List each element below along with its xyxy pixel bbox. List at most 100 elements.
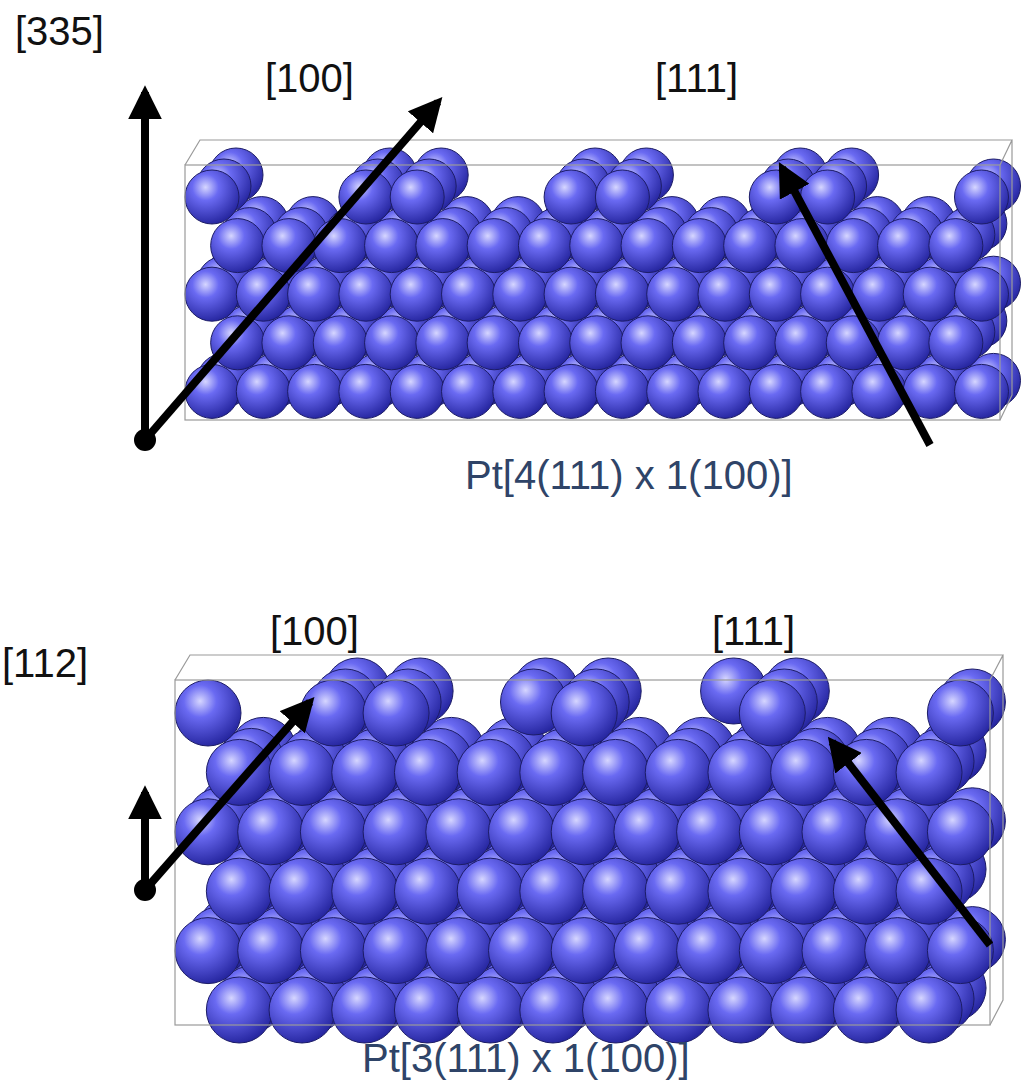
pt-atom	[775, 316, 829, 370]
pt-atom	[708, 739, 774, 805]
pt-atom	[583, 739, 649, 805]
pt-atom	[833, 858, 899, 924]
pt-atom	[269, 977, 335, 1043]
pt-atom	[551, 680, 617, 746]
pt-atom	[903, 267, 957, 321]
pt-atom	[426, 799, 492, 865]
pt-atom	[518, 316, 572, 370]
pt-atom	[544, 170, 598, 224]
pt-atom	[927, 680, 993, 746]
pt-atom	[698, 364, 752, 418]
pt-atom	[390, 267, 444, 321]
pt-atom	[518, 219, 572, 273]
pt-atom	[175, 680, 241, 746]
pt-atom	[595, 267, 649, 321]
pt-atom	[551, 918, 617, 984]
pt-atom	[739, 799, 805, 865]
pt-atom	[300, 799, 366, 865]
pt-atom	[929, 316, 983, 370]
pt-atom	[614, 799, 680, 865]
pt-atom	[339, 267, 393, 321]
pt-atom	[698, 267, 752, 321]
pt-atom	[520, 977, 586, 1043]
direction-label: [335]	[15, 8, 104, 54]
pt-atom	[332, 977, 398, 1043]
pt-atom	[621, 219, 675, 273]
pt-atom	[206, 858, 272, 924]
pt-atom	[672, 316, 726, 370]
pt-atom	[801, 364, 855, 418]
pt-atom	[677, 799, 743, 865]
direction-label: [100]	[265, 55, 354, 101]
pt-atom	[262, 219, 316, 273]
pt-atom	[520, 739, 586, 805]
pt-atom	[595, 364, 649, 418]
pt-atom	[339, 170, 393, 224]
pt-atom	[520, 858, 586, 924]
pt-atom	[927, 799, 993, 865]
pt-atom	[390, 170, 444, 224]
cell-box	[175, 140, 1012, 1025]
pt-atom	[390, 364, 444, 418]
pt-atom	[313, 219, 367, 273]
pt-atom	[489, 799, 555, 865]
pt-atom	[363, 799, 429, 865]
pt-atom	[238, 799, 304, 865]
surface-caption: Pt[4(111) x 1(100)]	[465, 452, 793, 498]
pt-atom	[269, 739, 335, 805]
pt-atom	[185, 170, 239, 224]
pt-atom	[416, 219, 470, 273]
direction-arrow	[145, 92, 990, 945]
pt-atom	[426, 918, 492, 984]
pt-atom	[551, 799, 617, 865]
pt-atom	[175, 918, 241, 984]
pt-atom	[645, 977, 711, 1043]
pt-atom	[332, 739, 398, 805]
direction-label: [111]	[712, 608, 795, 654]
pt-atom	[211, 219, 265, 273]
pt-atom	[724, 219, 778, 273]
direction-label: [112]	[2, 640, 88, 686]
pt-atom	[300, 680, 366, 746]
pt-atom	[749, 364, 803, 418]
pt-atom	[206, 977, 272, 1043]
pt-atom	[708, 977, 774, 1043]
pt-atom	[206, 739, 272, 805]
pt-atom	[647, 267, 701, 321]
pt-atom	[185, 267, 239, 321]
pt-atom	[442, 267, 496, 321]
pt-atom	[878, 219, 932, 273]
pt-atom	[236, 364, 290, 418]
pt-atom	[339, 364, 393, 418]
pt-atom	[332, 858, 398, 924]
pt-atom	[929, 219, 983, 273]
pt-atom	[262, 316, 316, 370]
direction-label: [111]	[655, 55, 738, 101]
origin-dot	[134, 429, 156, 901]
pt-atom	[288, 267, 342, 321]
pt-atom	[583, 977, 649, 1043]
pt-atom	[647, 364, 701, 418]
pt-atom	[749, 267, 803, 321]
pt-atom	[394, 977, 460, 1043]
pt-atom	[771, 739, 837, 805]
pt-atom	[645, 858, 711, 924]
direction-label: [100]	[270, 608, 359, 654]
pt-atom	[739, 680, 805, 746]
pt-atom	[211, 316, 265, 370]
pt-atom	[570, 316, 624, 370]
pt-atom	[442, 364, 496, 418]
pt-atom	[865, 918, 931, 984]
pt-atom	[771, 977, 837, 1043]
pt-atom	[457, 739, 523, 805]
pt-atom	[457, 977, 523, 1043]
pt-atom	[175, 799, 241, 865]
pt-atom	[896, 977, 962, 1043]
pt-atom	[365, 219, 419, 273]
pt-atom	[645, 739, 711, 805]
pt-atom	[457, 858, 523, 924]
pt-atom	[570, 219, 624, 273]
pt-atom	[489, 918, 555, 984]
pt-atom	[236, 267, 290, 321]
